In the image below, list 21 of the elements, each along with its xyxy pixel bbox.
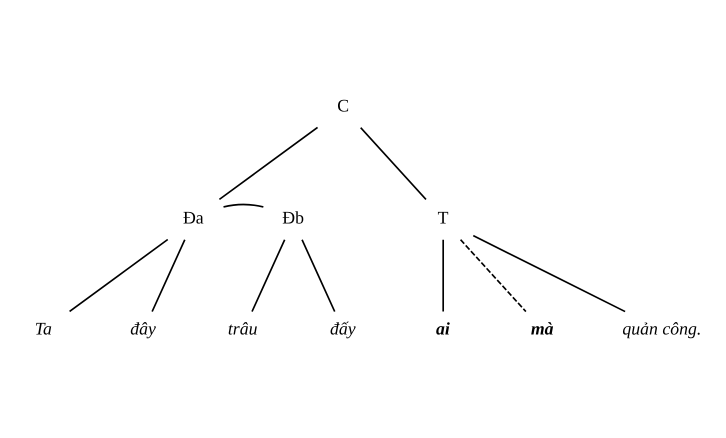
node-text: Đb (282, 207, 304, 228)
connector (223, 203, 264, 208)
node-text: đây (130, 318, 156, 338)
node-text: trâu (228, 318, 258, 338)
connector (69, 238, 168, 312)
node-text: C (337, 95, 350, 116)
connector (360, 126, 427, 200)
node-text: đấy (330, 318, 356, 338)
node-text: ai (436, 318, 450, 338)
connector (301, 238, 336, 312)
node-text: mà (530, 318, 554, 338)
connector (251, 238, 286, 312)
connector (472, 234, 626, 312)
node-text: Ta (34, 318, 52, 338)
node-text: Đa (182, 207, 204, 228)
connector (151, 238, 186, 312)
connector (442, 239, 444, 312)
connector (460, 238, 526, 312)
node-text: quản công. (622, 318, 702, 338)
connector (218, 126, 318, 200)
node-text: T (438, 207, 448, 228)
